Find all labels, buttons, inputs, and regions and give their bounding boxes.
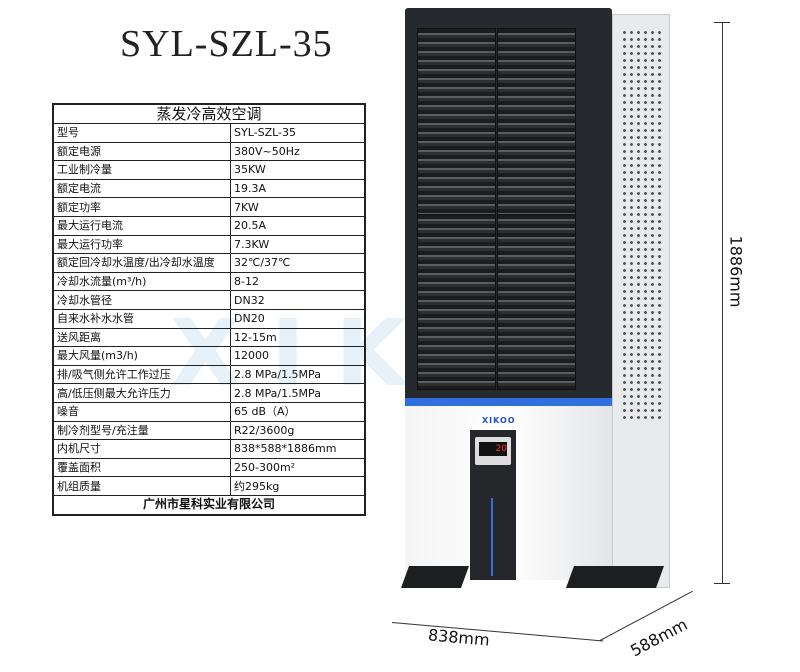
height-dimension-line	[722, 22, 723, 584]
model-title: SYL-SZL-35	[120, 23, 333, 65]
spec-label: 制冷剂型号/充注量	[52, 420, 231, 441]
width-label: 838mm	[427, 625, 491, 650]
blue-light-bar	[491, 498, 493, 576]
spec-value: 838*588*1886mm	[230, 439, 366, 459]
spec-label: 覆盖面积	[52, 457, 231, 478]
spec-table-title-row: 蒸发冷高效空调	[52, 103, 366, 124]
spec-value: 19.3A	[230, 178, 366, 199]
spec-value: 32℃/37℃	[230, 253, 366, 273]
spec-value: DN32	[230, 290, 366, 310]
spec-table-title: 蒸发冷高效空调	[52, 103, 366, 124]
spec-value: 65 dB（A）	[230, 401, 366, 422]
spec-label: 额定功率	[52, 197, 231, 217]
spec-label: 额定回冷却水温度/出冷却水温度	[52, 253, 231, 273]
unit-foot	[565, 566, 665, 588]
spec-label: 高/低压侧最大允许压力	[52, 383, 231, 403]
spec-value: 380V~50Hz	[230, 141, 366, 162]
louver-grille	[417, 28, 496, 220]
dimension-tick	[714, 22, 730, 23]
spec-row: 冷却水流量(m³/h)8-12	[52, 271, 366, 292]
spec-label: 送风距离	[52, 327, 231, 348]
control-panel: 20	[470, 430, 516, 580]
spec-value: 8-12	[230, 271, 366, 292]
spec-value: 2.8 MPa/1.5MPa	[230, 364, 366, 385]
spec-label: 机组质量	[52, 476, 231, 496]
spec-value: 2.8 MPa/1.5MPa	[230, 383, 366, 403]
spec-row: 最大风量(m3/h)12000	[52, 346, 366, 366]
spec-value: 12000	[230, 346, 366, 366]
spec-label: 内机尺寸	[52, 439, 231, 459]
spec-label: 型号	[52, 123, 231, 143]
spec-value: R22/3600g	[230, 420, 366, 441]
display-value: 20	[479, 442, 507, 456]
spec-row: 机组质量约295kg	[52, 476, 366, 496]
louver-grille	[497, 28, 576, 220]
dimension-tick	[714, 583, 730, 584]
temperature-display: 20	[475, 437, 511, 465]
unit-louver-section	[405, 8, 612, 406]
company-name: 广州市星科实业有限公司	[52, 494, 366, 516]
spec-label: 冷却水流量(m³/h)	[52, 271, 231, 292]
side-mesh-grille	[621, 29, 663, 419]
spec-value: 约295kg	[230, 476, 366, 496]
spec-label: 额定电源	[52, 141, 231, 162]
spec-label: 噪音	[52, 401, 231, 422]
spec-value: 7.3KW	[230, 234, 366, 255]
spec-value: 7KW	[230, 197, 366, 217]
spec-value: 35KW	[230, 160, 366, 180]
brand-logo: XIKOO	[482, 416, 516, 425]
unit-side-panel	[612, 14, 670, 588]
width-dimension-line	[391, 622, 604, 642]
spec-label: 最大风量(m3/h)	[52, 346, 231, 366]
spec-footer-row: 广州市星科实业有限公司	[52, 494, 366, 516]
spec-value: 20.5A	[230, 215, 366, 236]
spec-value: SYL-SZL-35	[230, 123, 366, 143]
spec-value: 250-300m²	[230, 457, 366, 478]
height-label: 1886mm	[726, 235, 746, 308]
spec-label: 最大运行电流	[52, 215, 231, 236]
spec-label: 自来水补水水管	[52, 308, 231, 329]
spec-value: DN20	[230, 308, 366, 329]
louver-grille	[417, 214, 496, 390]
unit-foot	[400, 566, 470, 588]
blue-accent-strip	[405, 398, 612, 406]
spec-value: 12-15m	[230, 327, 366, 348]
spec-label: 额定电流	[52, 178, 231, 199]
spec-label: 最大运行功率	[52, 234, 231, 255]
louver-grille	[497, 214, 576, 390]
spec-label: 冷却水管径	[52, 290, 231, 310]
spec-label: 排/吸气侧允许工作过压	[52, 364, 231, 385]
spec-label: 工业制冷量	[52, 160, 231, 180]
